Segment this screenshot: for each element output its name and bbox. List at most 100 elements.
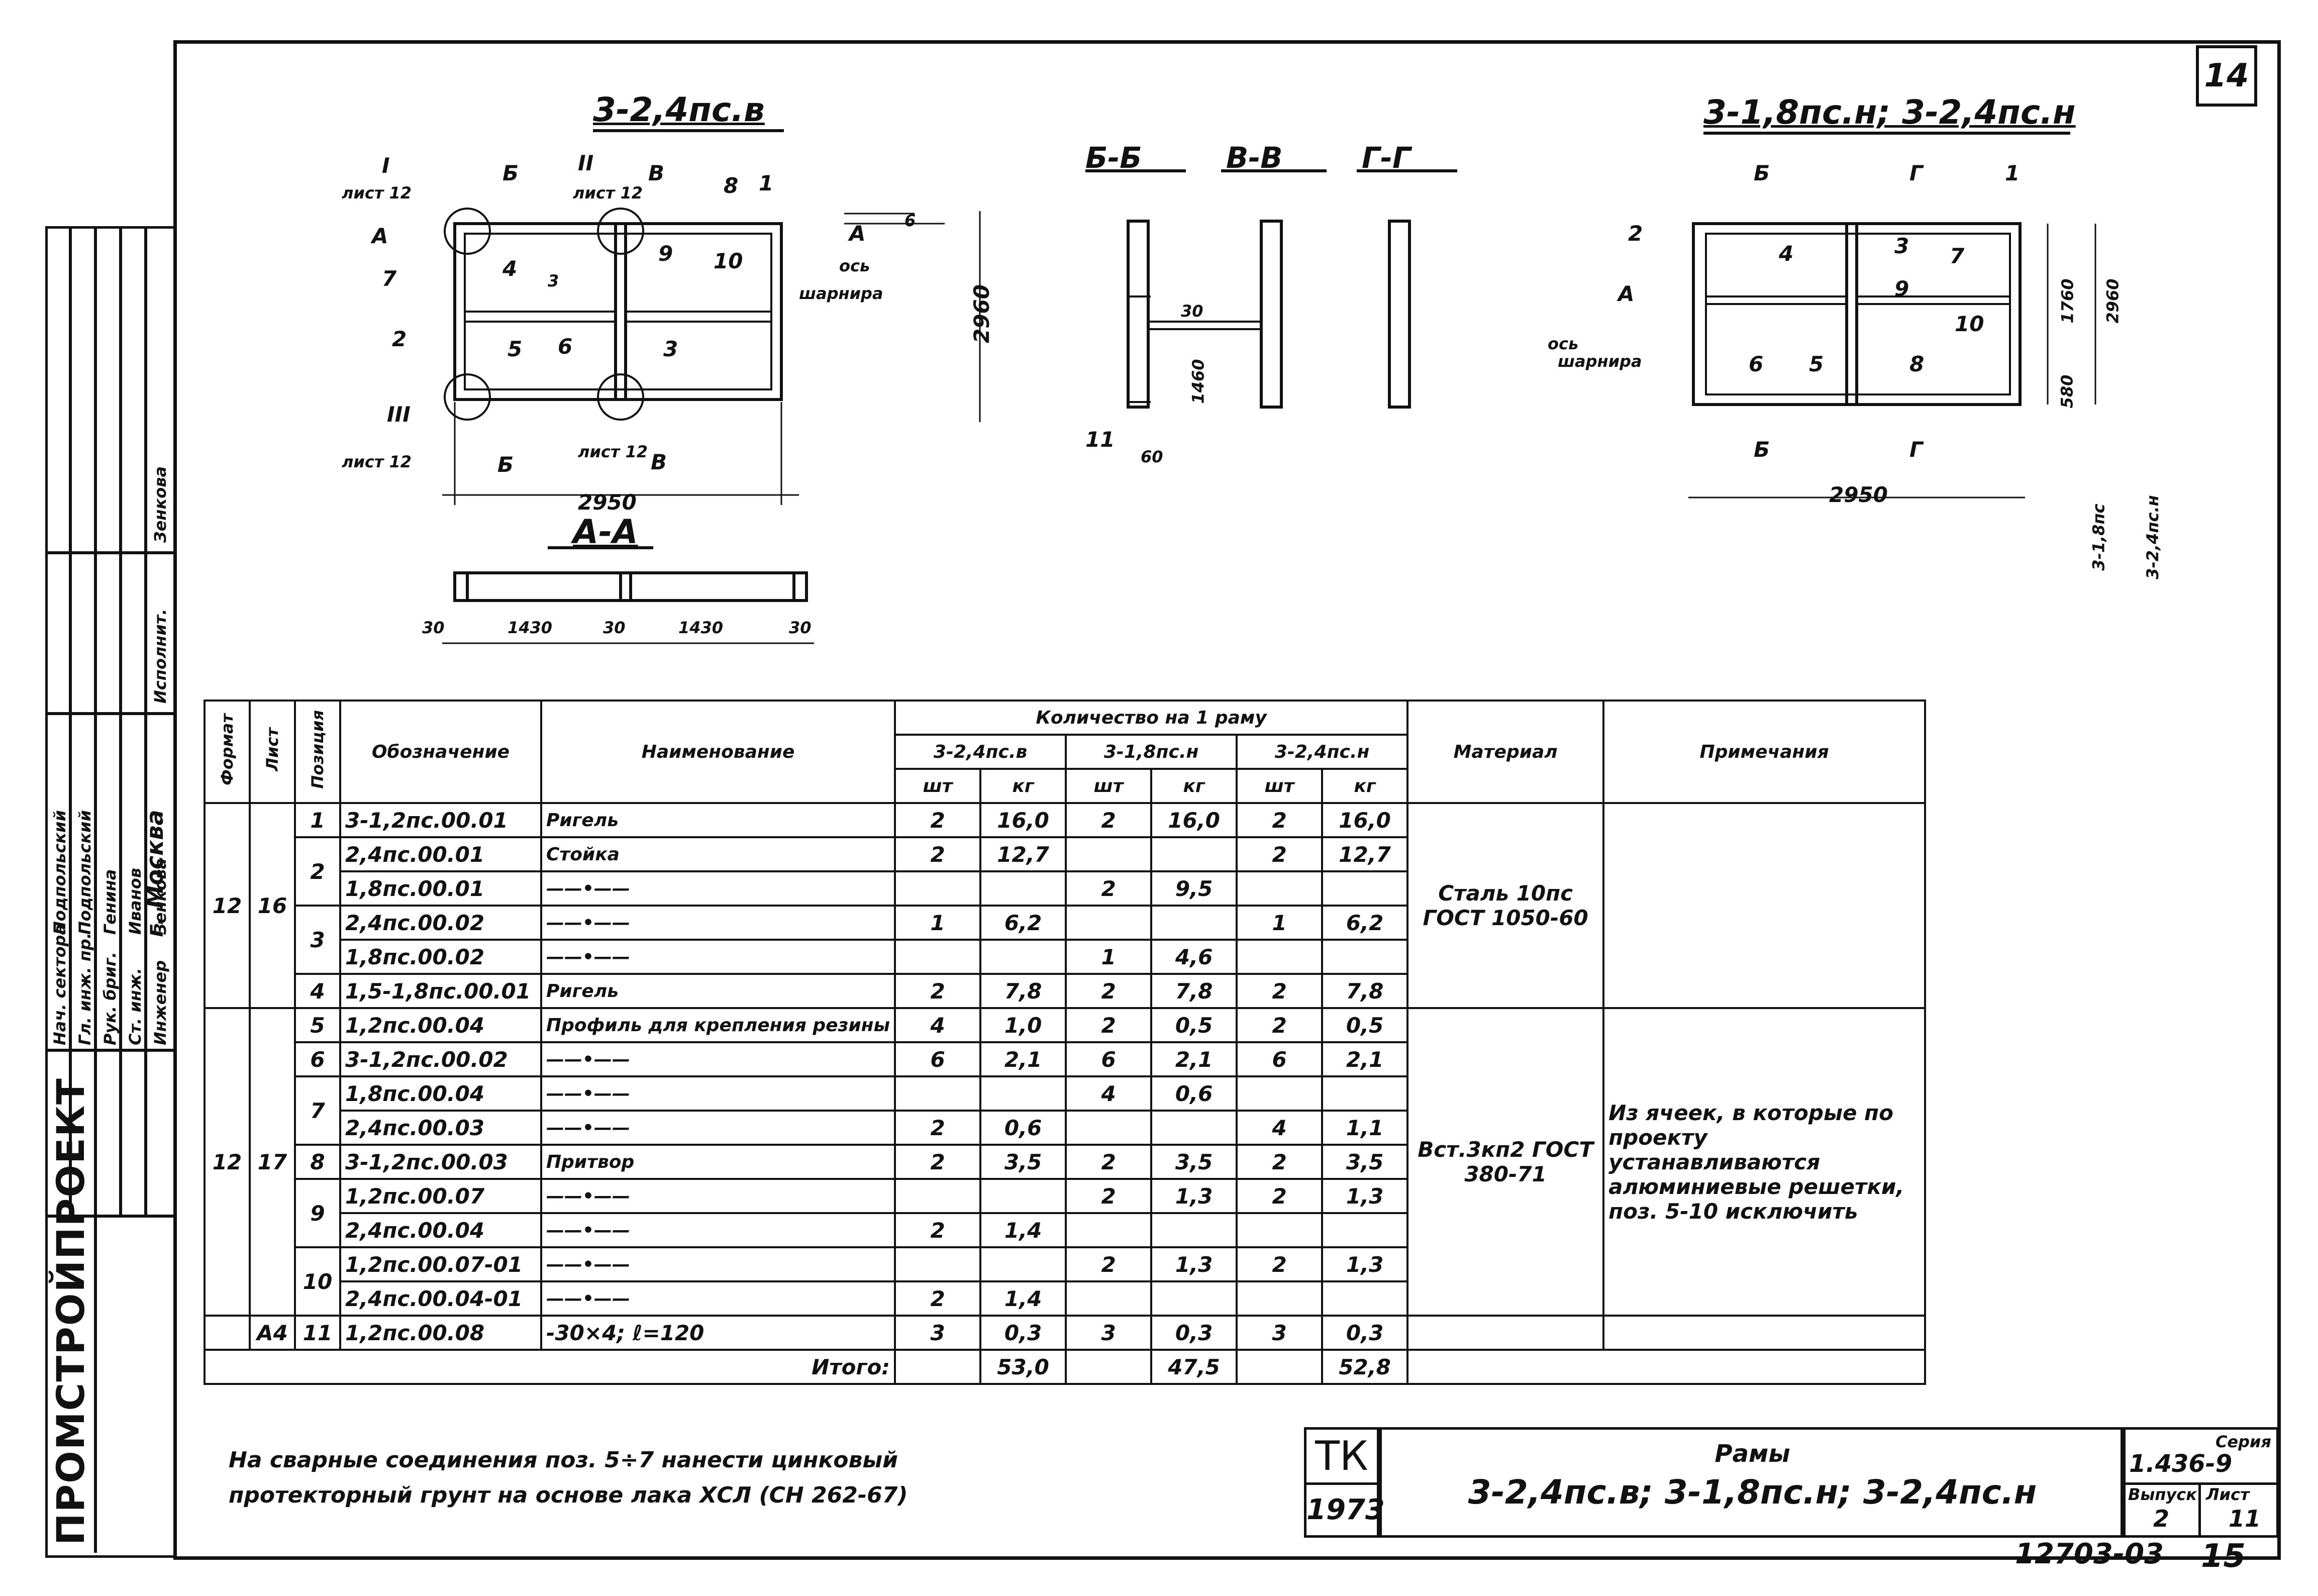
cell-designation: 1,2пс.00.07 <box>339 1178 542 1214</box>
cell-b-pcs: 2 <box>1065 973 1153 1009</box>
cell-c-pcs: 6 <box>1236 1041 1324 1077</box>
cell-b-pcs: 2 <box>1065 1007 1153 1043</box>
cell-b-pcs: 2 <box>1065 802 1153 838</box>
callout-B-bottom: Б <box>497 452 514 477</box>
cell-b-kg: 16,0 <box>1150 802 1238 838</box>
cell-c-kg: 6,2 <box>1321 905 1409 941</box>
cell-b-pcs: 4 <box>1065 1075 1153 1112</box>
cell-a-kg: 3,5 <box>979 1144 1067 1180</box>
cell-sheet: 16 <box>249 802 296 1009</box>
aa-dim-1: 30 <box>422 618 445 637</box>
drawing-frame <box>173 40 2281 1560</box>
unit-kg-c: кг <box>1321 768 1409 804</box>
callout-B-right-top: Б <box>1754 161 1770 185</box>
cell-position: 7 <box>294 1075 341 1146</box>
cell-b-kg <box>1150 1110 1238 1146</box>
sheet-number-box: 14 <box>2196 45 2257 107</box>
cell-c-kg <box>1321 1280 1409 1317</box>
cell-b-kg: 7,8 <box>1150 973 1238 1009</box>
sheet-label: Лист <box>2206 1485 2250 1504</box>
cell-c-pcs <box>1236 939 1324 975</box>
cell-a-kg <box>979 870 1067 907</box>
header-designation: Обозначение <box>339 700 542 804</box>
aa-dim-2: 1430 <box>508 618 553 637</box>
cell-name: ——•—— <box>540 1075 896 1112</box>
cell-c-pcs: 2 <box>1236 1246 1324 1282</box>
cell-b-kg: 1,3 <box>1150 1246 1238 1282</box>
right-width-dim: 2950 <box>1829 482 1888 507</box>
cell-b-pcs: 2 <box>1065 1178 1153 1214</box>
pos-8-left: 8 <box>724 173 739 198</box>
callout-III: III <box>387 402 411 427</box>
side-stamp: ПРОМСТРОЙПРОЕКТ г. Москва <box>45 226 176 1558</box>
cell-name: Профиль для крепления резины <box>540 1007 896 1043</box>
total-a-pcs <box>894 1349 982 1385</box>
cell-designation: 2,4пс.00.04-01 <box>339 1280 542 1317</box>
cell-a-kg: 1,0 <box>979 1007 1067 1043</box>
cell-position: 3 <box>294 905 341 975</box>
section-title-vv: В-В <box>1226 141 1283 175</box>
cell-position: 5 <box>294 1007 341 1043</box>
title-label: Рамы <box>1715 1440 1790 1468</box>
cell-name: ——•—— <box>540 1246 896 1282</box>
cell-b-kg: 0,6 <box>1150 1075 1238 1112</box>
callout-V-top: В <box>648 161 665 185</box>
cell-a-kg: 0,6 <box>979 1110 1067 1146</box>
header-quantity-group: Количество на 1 раму <box>894 700 1409 736</box>
cell-b-kg: 9,5 <box>1150 870 1238 907</box>
callout-sheet12-b: лист 12 <box>573 183 643 203</box>
footnote-line-2: протекторный грунт на основе лака ХСЛ (С… <box>229 1482 908 1508</box>
title-text: 3-2,4пс.в; 3-1,8пс.н; 3-2,4пс.н <box>1468 1473 2037 1512</box>
series-box: Серия 1.436-9 Выпуск Лист 2 11 <box>2121 1427 2279 1538</box>
cell-a-kg <box>979 1178 1067 1214</box>
pos-8-right: 8 <box>1909 352 1925 376</box>
callout-G-bottom: Г <box>1909 437 1923 462</box>
cell-position: 6 <box>294 1041 341 1077</box>
cell-a-kg <box>979 1246 1067 1282</box>
cell-a-kg: 7,8 <box>979 973 1067 1009</box>
cell-notes <box>1602 802 1927 1009</box>
cell-b-pcs <box>1065 1212 1153 1248</box>
table-header-row-3: шт кг шт кг шт кг <box>205 768 1925 804</box>
header-notes: Примечания <box>1602 700 1927 804</box>
callout-B-right-bottom: Б <box>1754 437 1770 462</box>
cell-b-kg: 1,3 <box>1150 1178 1238 1214</box>
cell-c-kg: 3,5 <box>1321 1144 1409 1180</box>
section-pos-11: 11 <box>1085 427 1115 452</box>
callout-sheet12-c: лист 12 <box>342 452 412 471</box>
cell-a-kg: 1,4 <box>979 1212 1067 1248</box>
cell-designation: 2,4пс.00.03 <box>339 1110 542 1146</box>
tk-label: ТК <box>1306 1430 1377 1485</box>
header-material: Материал <box>1406 700 1605 804</box>
cell-designation: 2,4пс.00.02 <box>339 905 542 941</box>
cell-a-pcs: 2 <box>894 836 982 872</box>
pos-7-right: 7 <box>1950 244 1965 268</box>
cell-c-pcs: 2 <box>1236 802 1324 838</box>
tk-year: 1973 <box>1306 1493 1385 1526</box>
cell-b-pcs <box>1065 836 1153 872</box>
pos-3-right: 3 <box>1894 234 1909 258</box>
right-h2-dim: 580 <box>2057 374 2077 409</box>
header-sheet: Лист <box>249 700 296 804</box>
pos-2-right: 2 <box>1628 221 1643 246</box>
cell-designation: 1,8пс.00.01 <box>339 870 542 907</box>
cell-designation: 3-1,2пс.00.03 <box>339 1144 542 1180</box>
header-format: Формат <box>204 700 251 804</box>
aa-dim-3: 30 <box>603 618 626 637</box>
issue-label: Выпуск <box>2128 1485 2197 1504</box>
cell-name: -30×4; ℓ=120 <box>540 1315 896 1351</box>
unit-pcs-a: шт <box>894 768 982 804</box>
cell-name: ——•—— <box>540 1178 896 1214</box>
cell-a-kg: 0,3 <box>979 1315 1067 1351</box>
sheet-number: 14 <box>2204 57 2249 94</box>
left-mid-dim: 3 <box>548 271 559 290</box>
cell-c-kg: 0,5 <box>1321 1007 1409 1043</box>
cell-sheet: А4 <box>249 1315 296 1351</box>
